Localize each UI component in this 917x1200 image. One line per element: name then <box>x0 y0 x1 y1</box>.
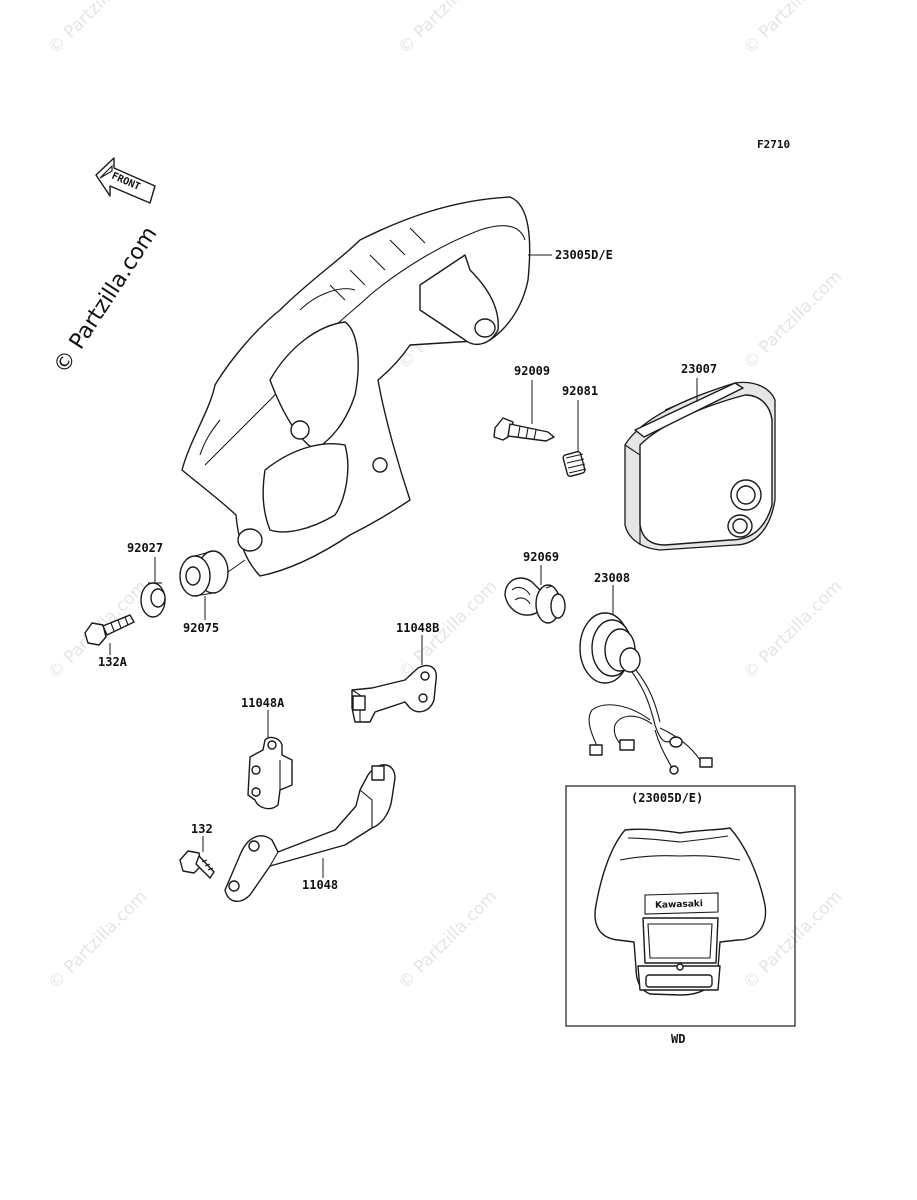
watermark-large: © Partzilla.com <box>49 222 162 378</box>
label-132: 132 <box>191 822 213 836</box>
bolt-132 <box>179 850 215 879</box>
bracket-11048 <box>224 764 396 902</box>
diagram-code: F2710 <box>757 138 790 151</box>
label-11048A: 11048A <box>241 696 285 710</box>
watermark: © Partzilla.com <box>394 0 501 59</box>
label-92081: 92081 <box>562 384 598 398</box>
spring-92081 <box>562 451 587 477</box>
grommet-92075 <box>179 550 246 597</box>
label-23007: 23007 <box>681 362 717 376</box>
bulb-92069 <box>504 577 566 624</box>
socket-23008 <box>579 612 713 775</box>
inset-headlight-cowl: Kawasaki <box>594 827 767 996</box>
label-132A: 132A <box>98 655 128 669</box>
bracket-11048a <box>247 736 293 810</box>
bolt-132a <box>84 614 135 646</box>
watermark: © Partzilla.com <box>739 577 846 684</box>
watermark: © Partzilla.com <box>739 0 846 59</box>
label-23008: 23008 <box>594 571 630 585</box>
label-92075: 92075 <box>183 621 219 635</box>
label-23005: 23005D/E <box>555 248 613 262</box>
headlight-housing <box>181 196 531 577</box>
label-11048B: 11048B <box>396 621 439 635</box>
headlight-lens <box>624 381 776 551</box>
inset-title: (23005D/E) <box>631 791 703 805</box>
watermark: © Partzilla.com <box>44 887 151 994</box>
inset-brand-logo: Kawasaki <box>655 899 703 911</box>
label-11048: 11048 <box>302 878 338 892</box>
front-arrow-icon: FRONT <box>95 157 156 204</box>
inset-wd: (23005D/E) Kawasaki WD <box>565 785 796 1046</box>
watermark: © Partzilla.com <box>739 267 846 374</box>
collar-92027 <box>140 582 166 618</box>
screw-92009 <box>493 417 555 442</box>
label-92027: 92027 <box>127 541 163 555</box>
label-92009: 92009 <box>514 364 550 378</box>
inset-caption: WD <box>671 1032 685 1046</box>
label-92069: 92069 <box>523 550 559 564</box>
watermark: © Partzilla.com <box>394 887 501 994</box>
bracket-11048b <box>351 664 437 723</box>
watermark: © Partzilla.com <box>44 0 151 59</box>
